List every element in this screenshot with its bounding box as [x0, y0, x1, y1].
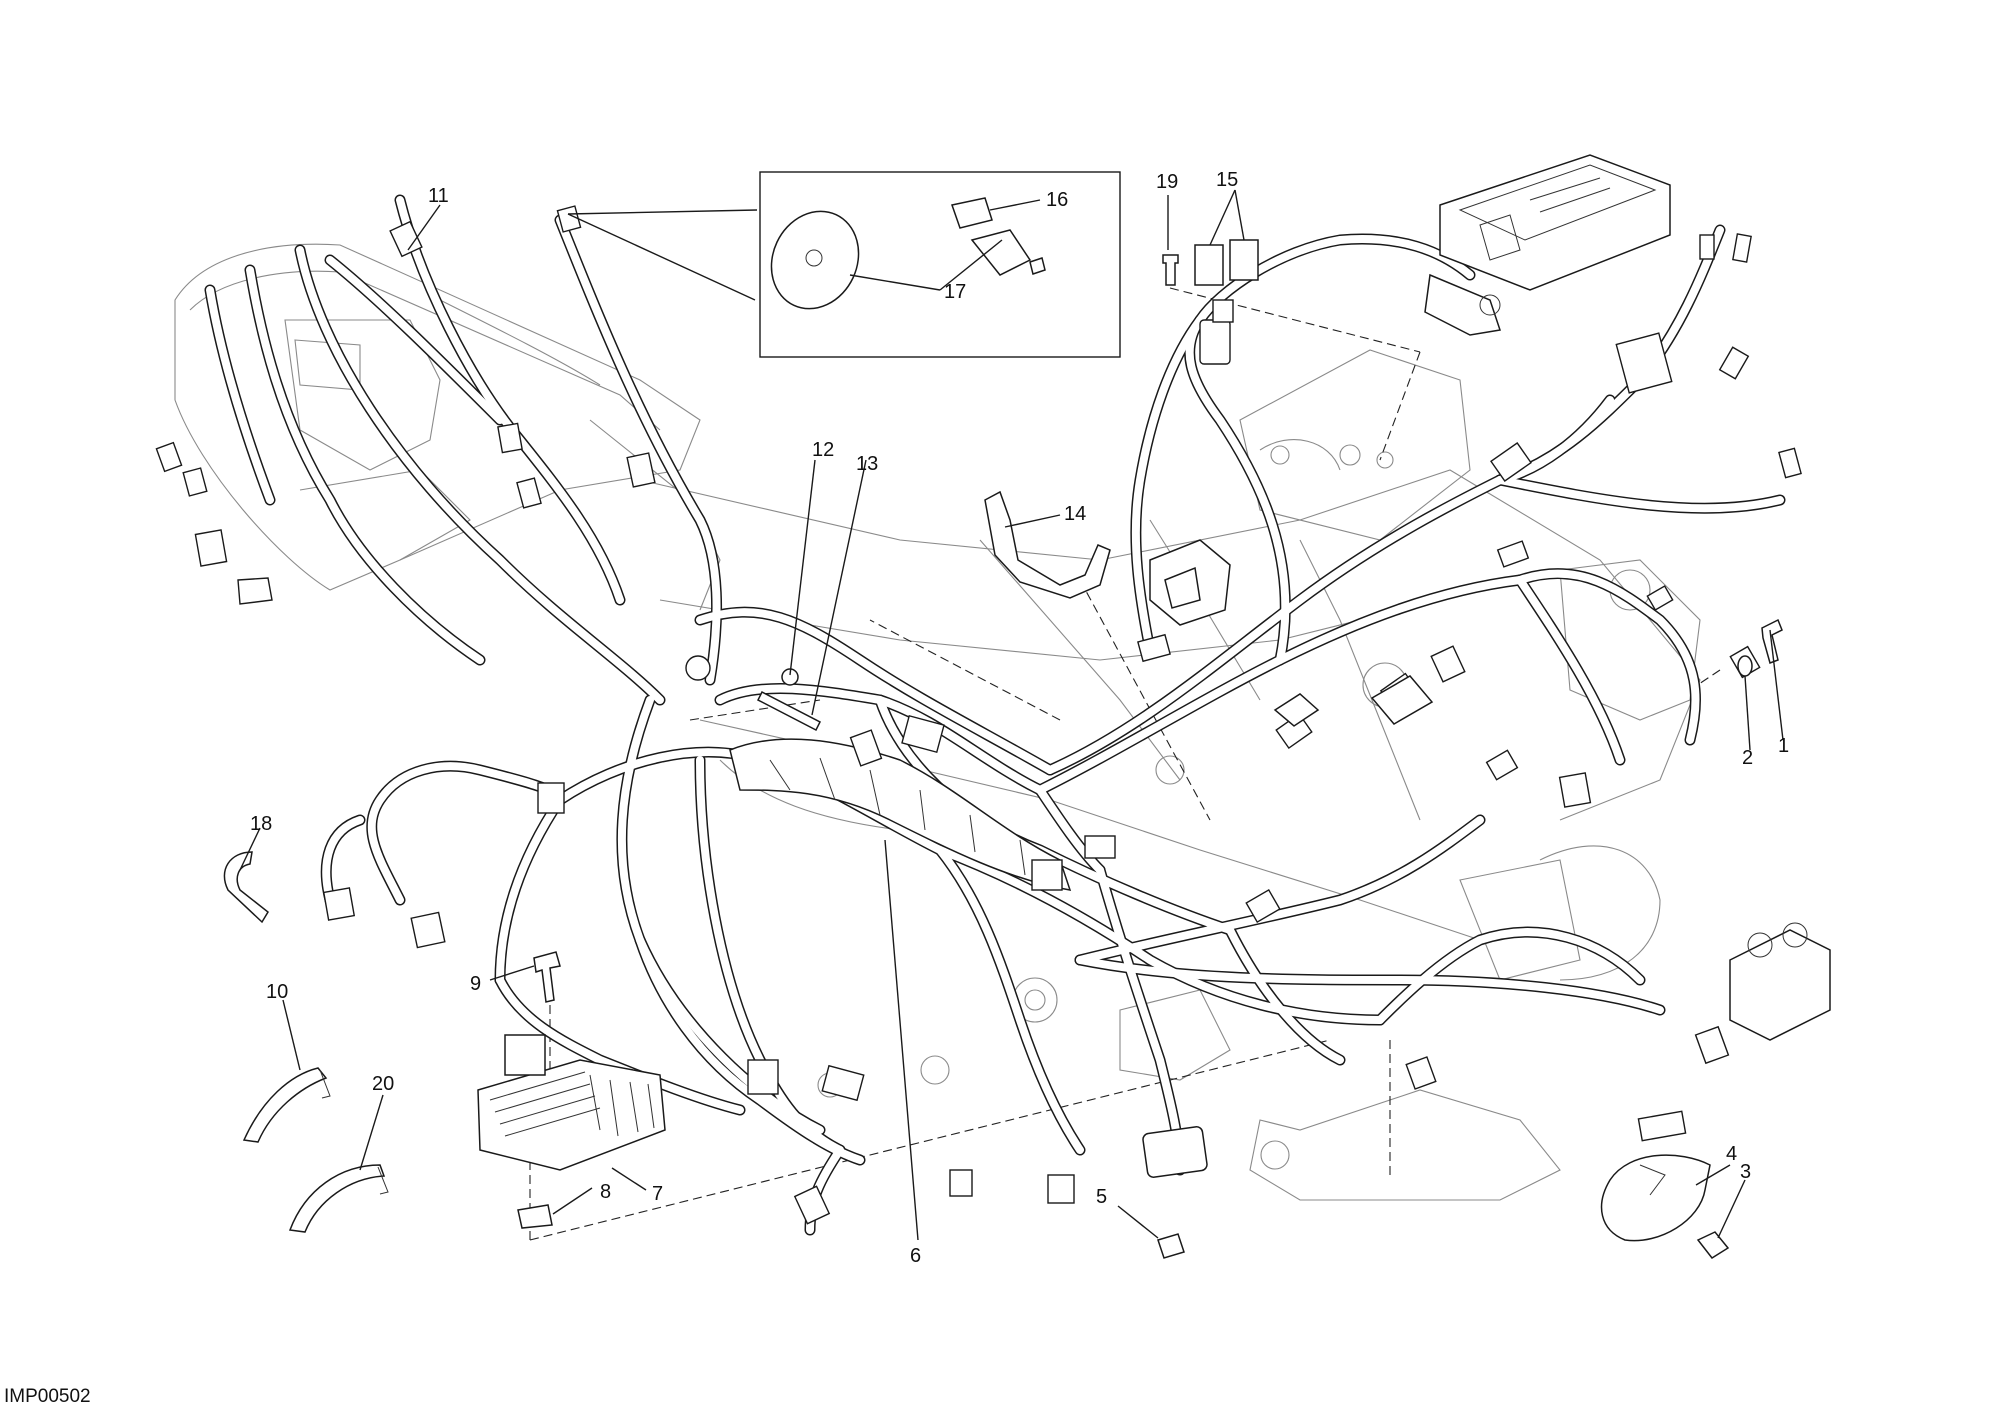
connectors: [155, 205, 1802, 1225]
screw-19: [1162, 254, 1179, 286]
callout-12: 12: [812, 439, 834, 461]
callout-13: 13: [856, 453, 878, 475]
relay-right: [1229, 239, 1259, 281]
callout-9: 9: [470, 973, 481, 995]
inset-box: [759, 171, 1121, 358]
callout-4: 4: [1726, 1143, 1737, 1165]
leader-lines: [239, 189, 1784, 1241]
callout-19: 19: [1156, 171, 1178, 193]
key-transponder-16: [951, 197, 993, 229]
ecu-unit: [1439, 154, 1671, 291]
bolt-9: [533, 951, 561, 1003]
regulator-7: [477, 1034, 666, 1171]
callout-10: 10: [266, 981, 288, 1003]
callout-18: 18: [250, 813, 272, 835]
callout-labels: 1 2 3 4 5 6 7 8 9 10 11 12 13 14 15 16 1…: [250, 169, 1789, 1267]
callout-14: 14: [1064, 503, 1086, 525]
parts: [223, 154, 1831, 1259]
callout-20: 20: [372, 1073, 394, 1095]
callout-2: 2: [1742, 747, 1753, 769]
clip-8: [517, 1204, 553, 1229]
callout-3: 3: [1740, 1161, 1751, 1183]
fuse-5: [1157, 1233, 1185, 1259]
horn-4: [1600, 1154, 1711, 1242]
reference-code: IMP00502: [4, 1386, 91, 1407]
callout-17: 17: [944, 281, 966, 303]
callout-8: 8: [600, 1181, 611, 1203]
callout-7: 7: [652, 1183, 663, 1205]
callout-11: 11: [428, 185, 449, 207]
main-harness: [204, 194, 1786, 1236]
bracket-14: [984, 490, 1111, 599]
callout-5: 5: [1096, 1186, 1107, 1208]
callout-1: 1: [1778, 735, 1789, 757]
disc-17: [770, 210, 860, 310]
washer-2: [1737, 655, 1753, 677]
strap-10: [242, 1067, 328, 1143]
tie-13: [756, 690, 822, 732]
callout-15: 15: [1216, 169, 1238, 191]
callout-6: 6: [910, 1245, 921, 1267]
relay-left: [1194, 244, 1224, 286]
callout-16: 16: [1046, 189, 1068, 211]
clip-18: [223, 851, 269, 924]
assembly-lines: [529, 287, 1721, 1241]
nut-3: [1696, 1231, 1730, 1259]
strap-20: [288, 1164, 386, 1233]
